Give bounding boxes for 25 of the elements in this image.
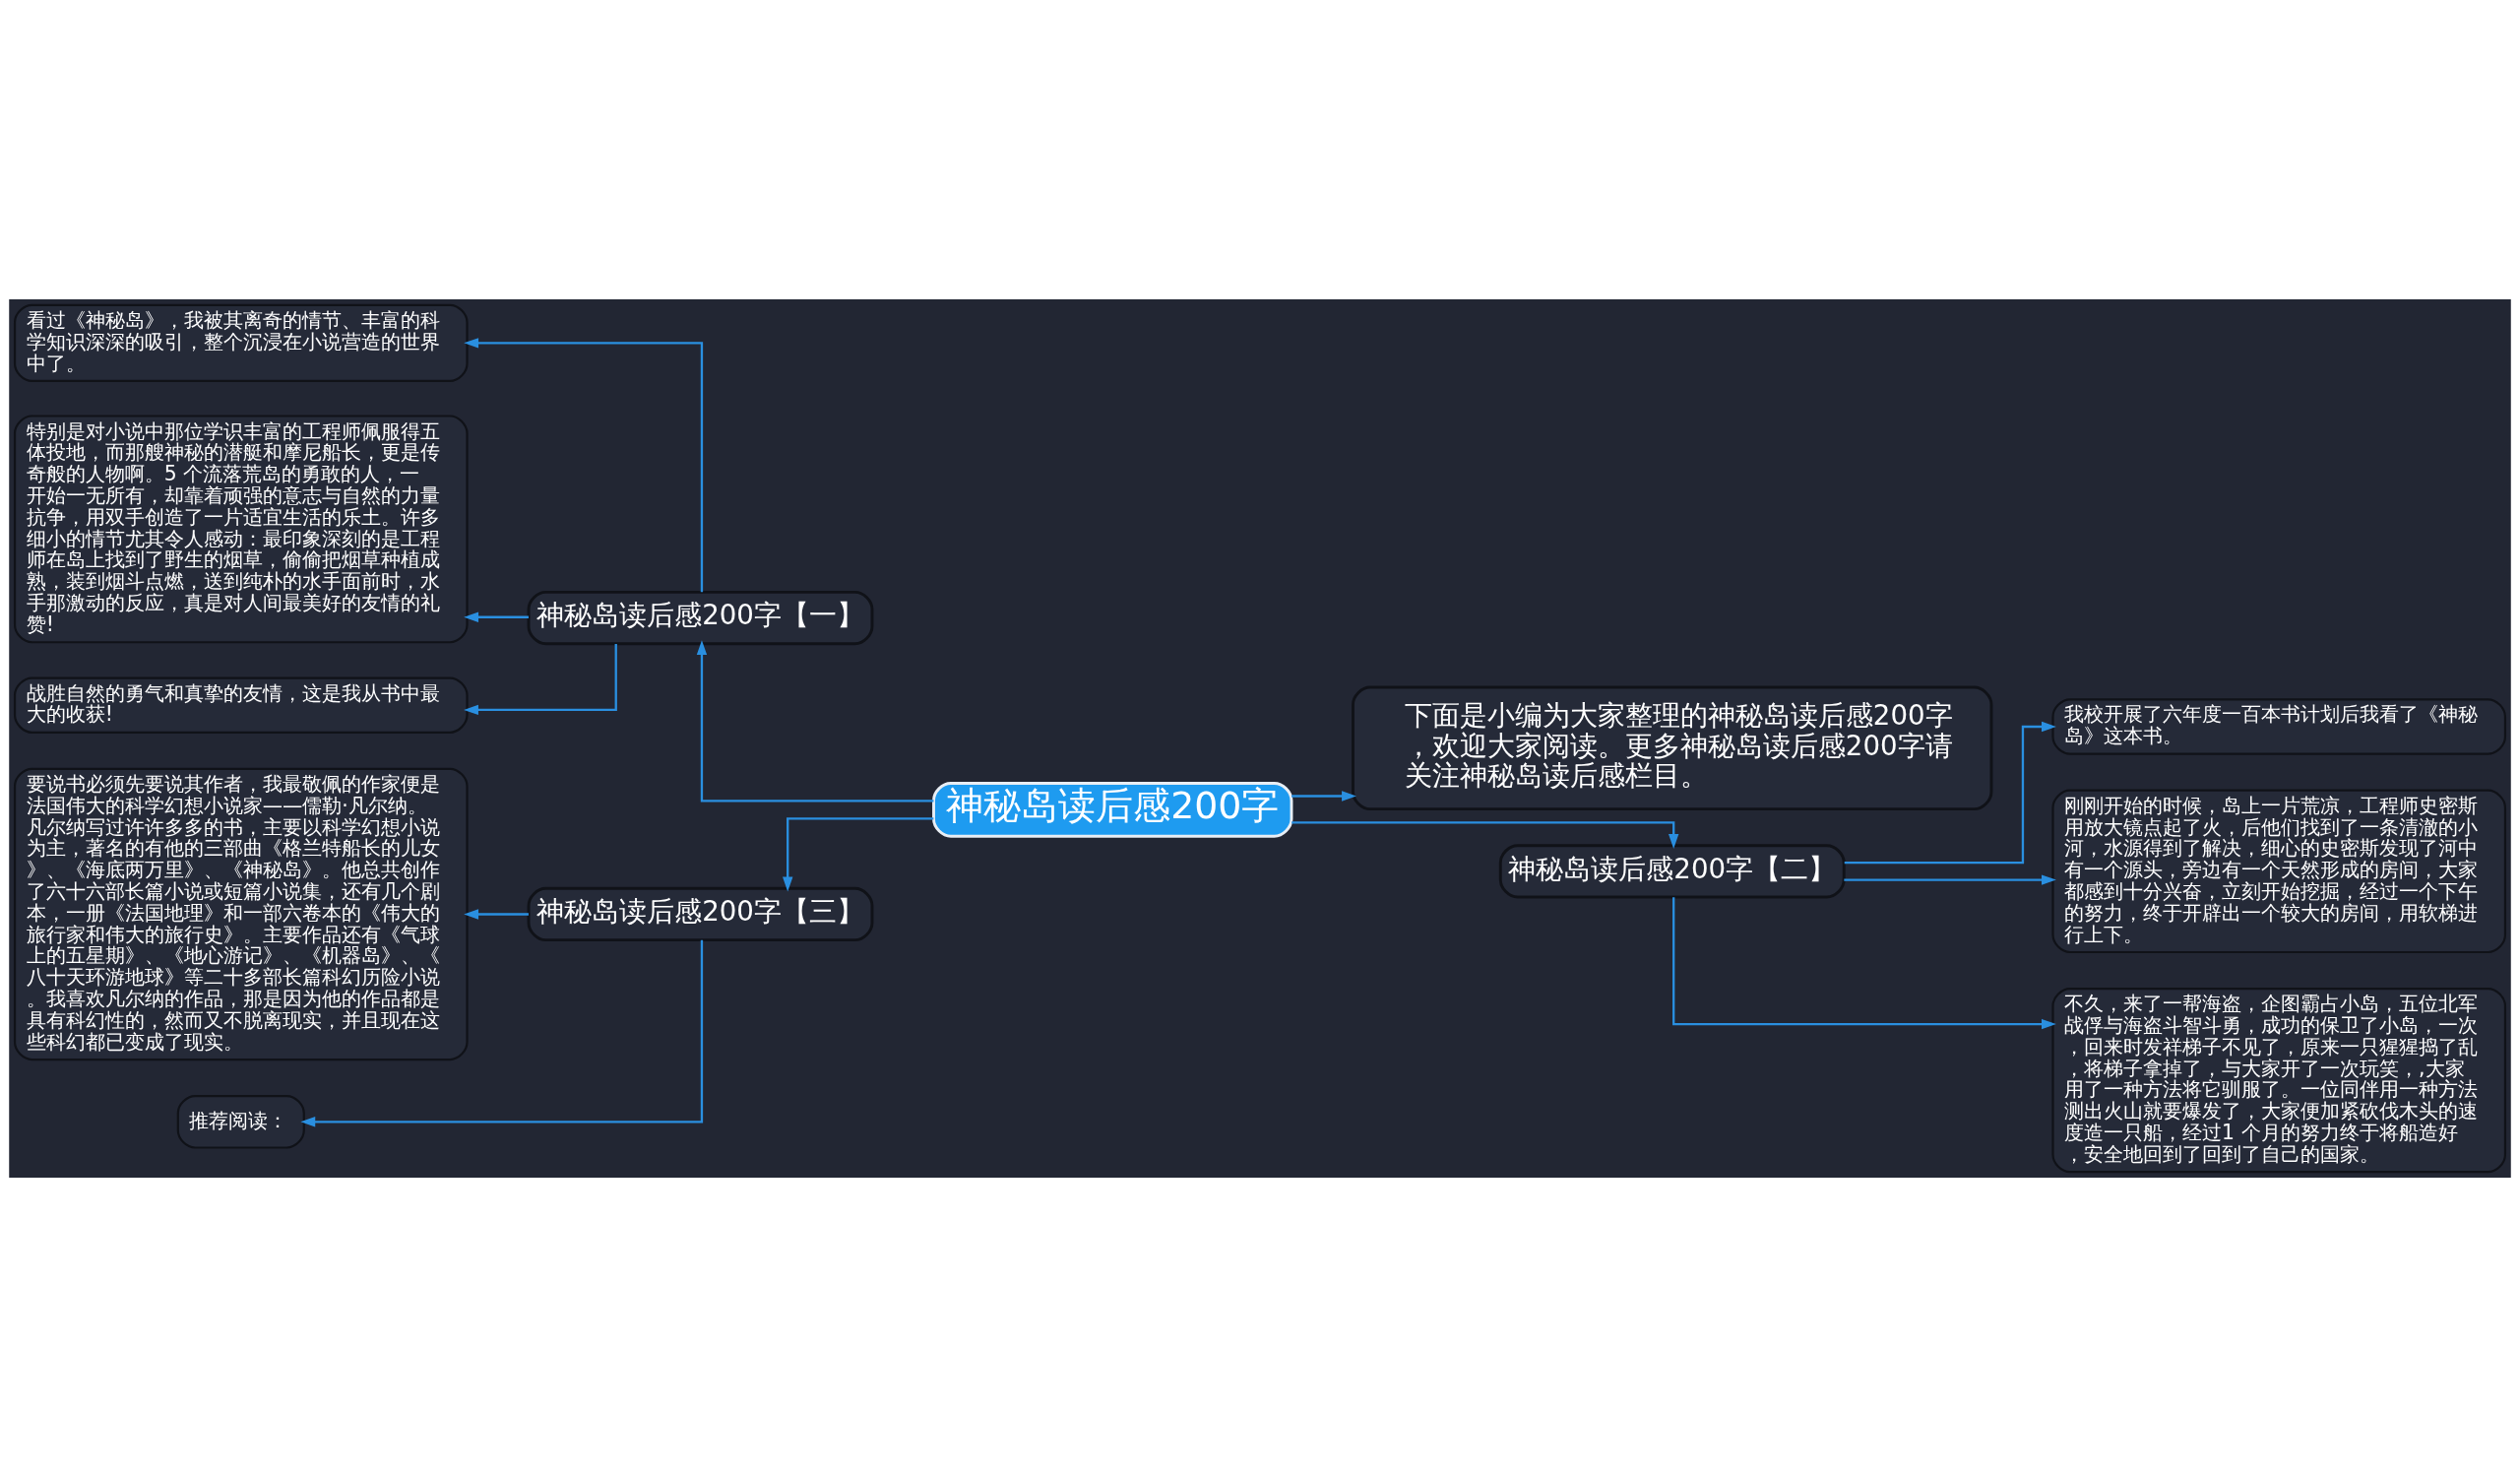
node-box: 特别是对小说中那位学识丰富的工程师佩服得五体投地，而那艘神秘的潜艇和摩尼船长，更是传奇般的人物啊。5 个流落荒岛的勇敢的人，一开始一无所有，却靠着顽强的意志与自然的力量抗争，用双手创造了一片适宜生活的乐土。许多细小的情节尤其令人感动：最印象深刻的是工程师在岛上找到了野生的烟草，偷偷把烟草种植成熟，装到烟斗点燃，送到纯朴的水手面前时，水手那激动的反应，真是对人间最美好的友情的礼赞! <box>13 415 469 644</box>
node-box: 神秘岛读后感200字【一】 <box>527 590 874 646</box>
arrow <box>696 640 934 803</box>
node-box: 看过《神秘岛》，我被其离奇的情节、丰富的科学知识深深的吸引，整个沉浸在小说营造的世界中了。 <box>13 303 469 382</box>
arrow <box>1292 821 1679 849</box>
node-box: 战胜自然的勇气和真挚的友情，这是我从书中最大的收获! <box>13 676 469 734</box>
arrow <box>464 909 529 920</box>
arrow <box>464 338 704 593</box>
arrow <box>1844 874 2056 885</box>
node-box: 刚刚开始的时候，岛上一片荒凉，工程师史密斯用放大镜点起了火，后他们找到了一条清澈的小河，水源得到了解决，细心的史密斯发现了河中有一个源头，旁边有一个天然形成的房间，大家都感到十分兴奋，立刻开始挖掘，经过一个下午的努力，终于开辟出一个较大的房间，用软梯进行上下。 <box>2051 789 2507 954</box>
node-box: 下面是小编为大家整理的神秘岛读后感200字，欢迎大家阅读。更多神秘岛读后感200字请关注神秘岛读后感栏目。 <box>1352 685 1993 811</box>
node-box: 要说书必须先要说其作者，我最敬佩的作家便是法国伟大的科学幻想小说家——儒勒·凡尔纳。凡尔纳写过许许多多的书，主要以科学幻想小说为主，著名的有他的三部曲《格兰特船长的儿女》、《海底两万里》、《神秘岛》。他总共创作了六十六部长篇小说或短篇小说集，还有几个剧本，一册《法国地理》和一部六卷本的《伟大的旅行家和伟大的旅行史》。主要作品还有《气球上的五星期》、《地心游记》、《机器岛》、《八十天环游地球》等二十多部长篇科幻历险小说。我喜欢凡尔纳的作品，那是因为他的作品都是具有科幻性的，然而又不脱离现实，并且现在这些科幻都已变成了现实。 <box>13 767 469 1061</box>
node-box: 神秘岛读后感200字【三】 <box>527 886 874 942</box>
arrow <box>464 644 617 716</box>
node-box: 我校开展了六年度一百本书计划后我看了《神秘岛》这本书。 <box>2051 698 2507 755</box>
node-box: 神秘岛读后感200字【二】 <box>1498 844 1846 899</box>
arrow <box>783 817 934 892</box>
node-box: 不久，来了一帮海盗，企图霸占小岛，五位北军战俘与海盗斗智斗勇，成功的保卫了小岛，一次，回来时发祥梯子不见了，原来一只猩猩捣了乱，将梯子拿掉了，与大家开了一次玩笑，,大家用了一种方法将它驯服了。一位同伴用一种方法测出火山就要爆发了，大家便加紧砍伐木头的速度造一只船，经过1 个月的努力终于将船造好，安全地回到了回到了自己的国家。 <box>2051 988 2507 1174</box>
arrow <box>300 939 704 1127</box>
arrow <box>1844 721 2056 865</box>
node-box: 神秘岛读后感200字 <box>932 782 1293 838</box>
node-box: 推荐阅读： <box>176 1095 305 1149</box>
arrow <box>1672 897 2056 1030</box>
arrow <box>1292 791 1356 802</box>
arrow <box>464 611 529 622</box>
